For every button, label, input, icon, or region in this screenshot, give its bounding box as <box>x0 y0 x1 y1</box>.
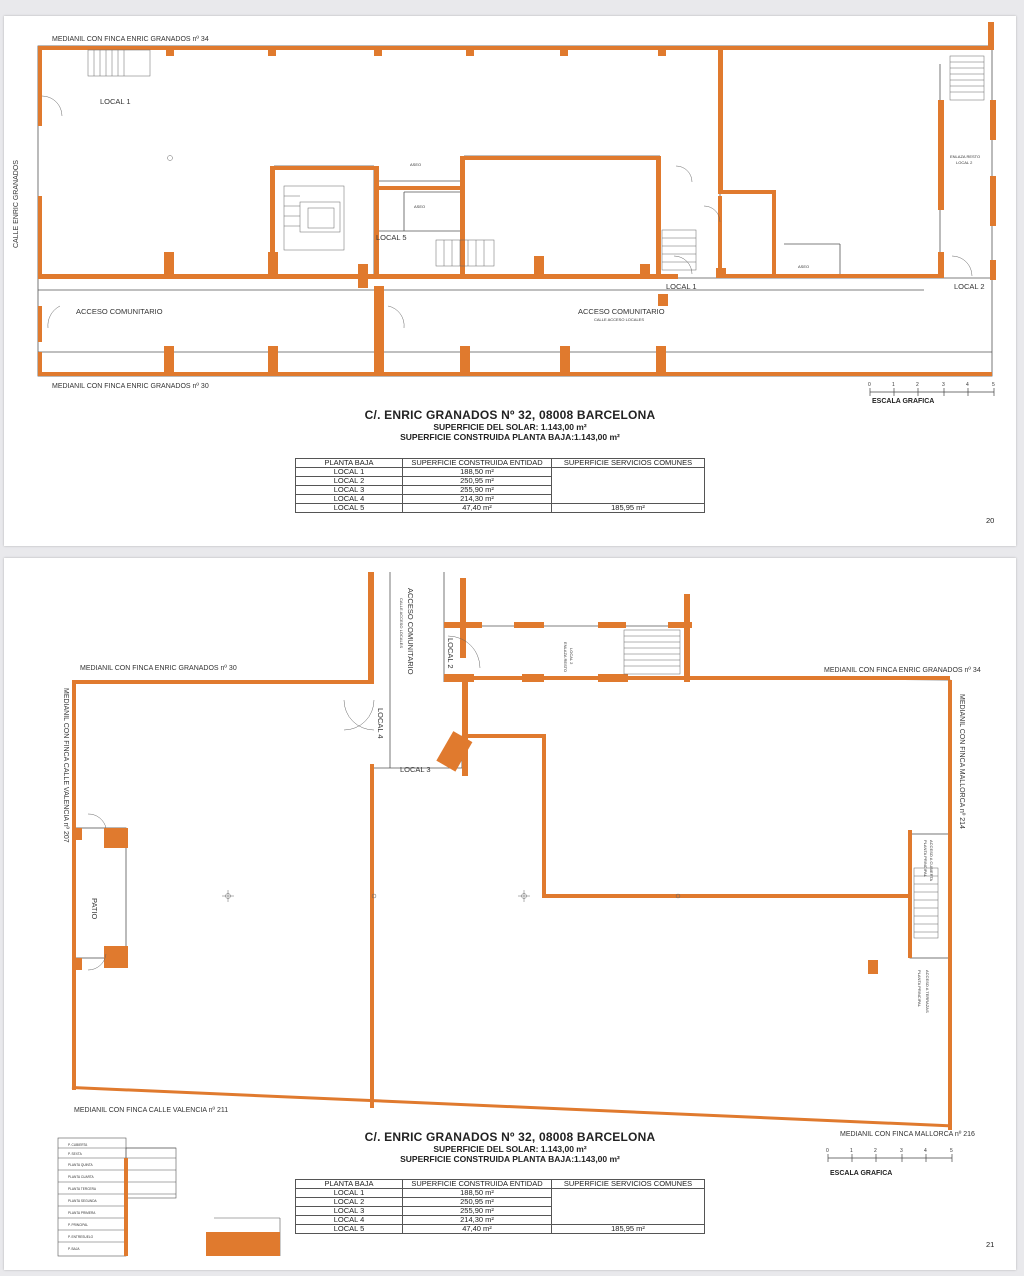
table-cell <box>551 485 705 495</box>
structural-walls <box>38 22 996 376</box>
table-cell: LOCAL 5 <box>295 503 403 513</box>
label-local-5: LOCAL 5 <box>376 233 407 242</box>
label-acceso-cubierta: ACCESO A CUBIERTA <box>929 840 934 882</box>
scale-tick: 5 <box>992 382 995 388</box>
scale-tick: 1 <box>892 382 895 388</box>
scale-tick: 4 <box>924 1148 927 1154</box>
label-aseo-1: ASEO <box>410 162 421 167</box>
page-title: C/. ENRIC GRANADOS Nº 32, 08008 BARCELON… <box>364 408 656 422</box>
label-local-2: LOCAL 2 <box>446 638 455 669</box>
section-floor-label: PLANTA CUARTA <box>68 1175 95 1179</box>
label-enlaza: ENLAZA RESTO <box>950 154 980 159</box>
scale-tick: 0 <box>868 382 871 388</box>
label-enlaza-2: LOCAL 2 <box>956 160 973 165</box>
table-header: SUPERFICIE SERVICIOS COMUNES <box>551 458 705 468</box>
page-title: C/. ENRIC GRANADOS Nº 32, 08008 BARCELON… <box>364 1130 656 1144</box>
areas-table: PLANTA BAJA SUPERFICIE CONSTRUIDA ENTIDA… <box>295 1179 705 1234</box>
label-acceso-comunitario-1: ACCESO COMUNITARIO <box>76 307 163 316</box>
medianil-bottom-left-label: MEDIANIL CON FINCA CALLE VALENCIA nº 211 <box>74 1107 228 1114</box>
label-aseo-3: ASEO <box>798 264 809 269</box>
lower-floor-plan: MEDIANIL CON FINCA ENRIC GRANADOS nº 30 … <box>57 572 981 1257</box>
table-header: SUPERFICIE SERVICIOS COMUNES <box>551 1179 705 1189</box>
section-floor-label: P. PRINCIPAL <box>68 1223 88 1227</box>
areas-table: PLANTA BAJA SUPERFICIE CONSTRUIDA ENTIDA… <box>295 458 705 513</box>
page-number: 20 <box>986 516 995 525</box>
label-acceso-locales: CALLE ACCESO LOCALES <box>399 598 404 648</box>
ground-floor-plan: MEDIANIL CON FINCA ENRIC GRANADOS nº 34 … <box>13 22 996 396</box>
scale-tick: 1 <box>850 1148 853 1154</box>
label-acceso-locales: CALLE ACCESO LOCALES <box>594 317 644 322</box>
scale-tick: 2 <box>874 1148 877 1154</box>
section-floor-label: P. BAJA <box>68 1247 80 1251</box>
stairs-lines <box>41 49 985 329</box>
label-local-4: LOCAL 4 <box>376 708 385 739</box>
street-label: CALLE ENRIC GRANADOS <box>13 160 20 248</box>
scale-bar <box>827 1154 953 1162</box>
medianil-right-label: MEDIANIL CON FINCA MALLORCA nº 214 <box>958 694 965 829</box>
scale-tick: 5 <box>950 1148 953 1154</box>
section-floor-label: PLANTA PRIMERA <box>68 1211 96 1215</box>
plan-page-21: MEDIANIL CON FINCA ENRIC GRANADOS nº 30 … <box>4 558 1016 1270</box>
subtitle-construida: SUPERFICIE CONSTRUIDA PLANTA BAJA:1.143,… <box>400 1154 620 1164</box>
scale-tick: 4 <box>966 382 969 388</box>
plan-outline <box>37 45 993 377</box>
section-floor-label: PLANTA QUINTA <box>68 1163 94 1167</box>
label-acceso-terrazas-2: PLANTA PRINCIPAL <box>917 970 922 1008</box>
medianil-top-left-label: MEDIANIL CON FINCA ENRIC GRANADOS nº 30 <box>80 665 237 672</box>
scale-title: ESCALA GRAFICA <box>830 1170 893 1177</box>
medianil-left-label: MEDIANIL CON FINCA CALLE VALENCIA nº 207 <box>62 688 69 843</box>
medianil-bottom-label: MEDIANIL CON FINCA ENRIC GRANADOS nº 30 <box>52 383 209 390</box>
structural-walls <box>71 572 952 1130</box>
label-acceso-cubierta-2: PLANTA PRINCIPAL <box>923 840 928 878</box>
table-cell <box>551 476 705 486</box>
table-cell <box>551 1197 705 1207</box>
medianil-top-label: MEDIANIL CON FINCA ENRIC GRANADOS nº 34 <box>52 36 209 43</box>
subtitle-solar: SUPERFICIE DEL SOLAR: 1.143,00 m² <box>433 1144 587 1154</box>
table-cell: 185,95 m² <box>551 503 705 513</box>
table-cell <box>551 467 705 477</box>
label-acceso-comunitario-2: ACCESO COMUNITARIO <box>578 307 665 316</box>
scale-tick: 3 <box>900 1148 903 1154</box>
page-number: 21 <box>986 1240 995 1249</box>
subtitle-solar: SUPERFICIE DEL SOLAR: 1.143,00 m² <box>433 422 587 432</box>
label-enlaza: ENLAZA RESTO <box>563 642 568 672</box>
label-local-3: LOCAL 3 <box>400 765 431 774</box>
scale-bar <box>869 388 995 396</box>
table-cell: 47,40 m² <box>402 1224 552 1234</box>
label-acceso-terrazas: ACCESO A TERRAZAS <box>925 970 930 1013</box>
table-cell: 185,95 m² <box>551 1224 705 1234</box>
medianil-top-right-label: MEDIANIL CON FINCA ENRIC GRANADOS nº 34 <box>824 667 981 674</box>
label-local-2: LOCAL 2 <box>954 282 985 291</box>
section-floor-label: PLANTA SEGUNDA <box>68 1199 98 1203</box>
title-block: C/. ENRIC GRANADOS Nº 32, 08008 BARCELON… <box>4 1130 1016 1164</box>
medianil-bottom-right-label: MEDIANIL CON FINCA MALLORCA nº 216 <box>840 1131 975 1138</box>
label-patio: PATIO <box>90 898 99 920</box>
scale-tick: 3 <box>942 382 945 388</box>
table-cell <box>551 1188 705 1198</box>
label-acceso-comunitario: ACCESO COMUNITARIO <box>406 588 415 675</box>
table-row: LOCAL 5 47,40 m² 185,95 m² <box>295 503 705 513</box>
label-enlaza-2: LOCAL 2 <box>569 648 574 665</box>
subtitle-construida: SUPERFICIE CONSTRUIDA PLANTA BAJA:1.143,… <box>400 432 620 442</box>
label-local-1: LOCAL 1 <box>100 97 131 106</box>
scale-tick: 2 <box>916 382 919 388</box>
section-floor-label: P. ENTRESUELO <box>68 1235 94 1239</box>
label-aseo-2: ASEO <box>414 204 425 209</box>
table-cell: LOCAL 5 <box>295 1224 403 1234</box>
table-cell: 47,40 m² <box>402 503 552 513</box>
section-floor-label: PLANTA TERCERA <box>68 1187 97 1191</box>
section-ground-block <box>206 1232 280 1256</box>
scale-title: ESCALA GRAFICA <box>872 398 935 405</box>
scale-tick: 0 <box>826 1148 829 1154</box>
plan-page-20: MEDIANIL CON FINCA ENRIC GRANADOS nº 34 … <box>4 16 1016 546</box>
building-section <box>57 1137 281 1257</box>
section-floor-label: P. CUBIERTA <box>68 1143 88 1147</box>
title-block: C/. ENRIC GRANADOS Nº 32, 08008 BARCELON… <box>4 408 1016 442</box>
table-cell <box>551 1206 705 1216</box>
label-local-1-door: LOCAL 1 <box>666 282 697 291</box>
table-row: LOCAL 5 47,40 m² 185,95 m² <box>295 1224 705 1234</box>
section-floor-label: P. SEXTA <box>68 1152 83 1156</box>
